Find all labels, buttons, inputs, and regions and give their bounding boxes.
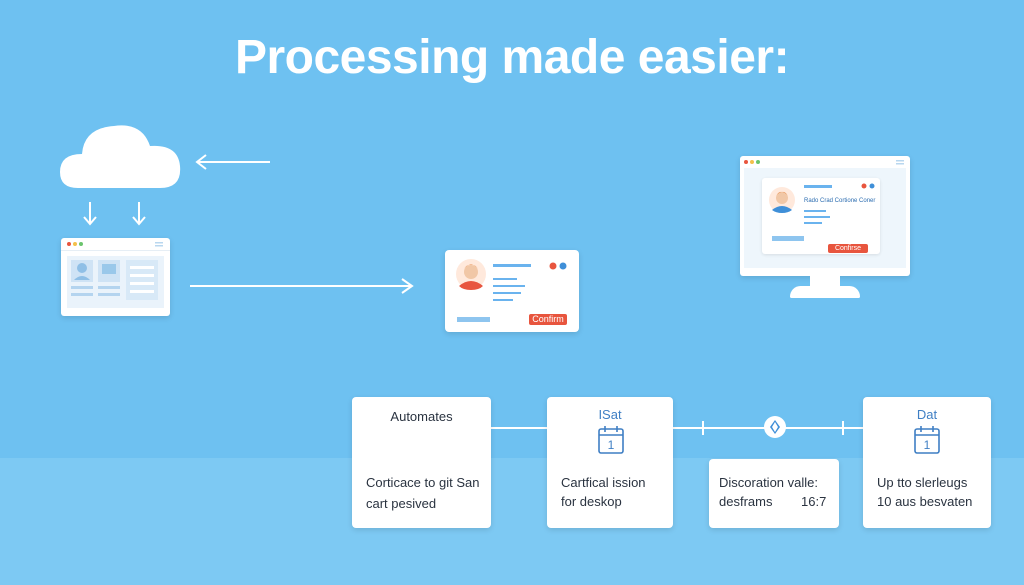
- page-title: Processing made easier:: [234, 31, 790, 84]
- timeline-tick: [702, 421, 704, 435]
- step-text-line2: desframs: [719, 494, 773, 509]
- arrow-down-icon: [132, 202, 146, 226]
- arrow-right-icon: [190, 278, 414, 294]
- diamond-node-icon: [764, 416, 786, 438]
- step-card-discoration: Discoration valle: desframs 16:7: [709, 459, 839, 528]
- arrow-down-icon: [83, 202, 97, 226]
- step-card-automates: Automates Corticace to git San cart pesi…: [352, 397, 491, 528]
- monitor-neck: [810, 276, 840, 288]
- step-title: Automates: [390, 409, 453, 424]
- profile-card-content-icon: [456, 259, 567, 322]
- monitor-card-content-icon: [769, 183, 875, 241]
- step-title: ISat: [598, 407, 622, 422]
- monitor-screen: Rado Crad Cortione Coner Confirse: [740, 156, 910, 276]
- confirm-button[interactable]: Confirm: [529, 314, 567, 325]
- connector-line: [491, 427, 547, 429]
- browser-content-icon: [61, 242, 170, 308]
- step-text-line1: Up tto slerleugs: [877, 475, 968, 490]
- step-text-line2: 10 aus besvaten: [877, 494, 973, 509]
- step-text-line2: cart pesived: [366, 496, 437, 511]
- browser-window: [61, 238, 170, 316]
- monitor-confirm-button[interactable]: Confirse: [828, 244, 868, 253]
- step-text-line1: Discoration valle:: [719, 475, 818, 490]
- timeline-tick: [842, 421, 844, 435]
- step-card-isat: ISat 1 Cartfical ission for deskop: [547, 397, 673, 528]
- calendar-icon: [914, 426, 940, 454]
- calendar-day: 1: [607, 438, 615, 452]
- step-text-line2: for deskop: [561, 494, 622, 509]
- calendar-day: 1: [923, 438, 931, 452]
- arrow-left-icon: [195, 154, 270, 170]
- bottom-band: [0, 458, 1024, 585]
- monitor-card: Rado Crad Cortione Coner Confirse: [762, 178, 880, 254]
- cloud-icon: [60, 125, 181, 188]
- monitor-card-text: Rado Crad Cortione Coner: [804, 198, 876, 204]
- step-text-line1: Cartfical ission: [561, 475, 646, 490]
- step-title: Dat: [916, 407, 938, 422]
- step-text-line1: Corticace to git San: [366, 475, 480, 490]
- step-value: 16:7: [801, 494, 827, 509]
- step-card-dat: Dat 1 Up tto slerleugs 10 aus besvaten: [863, 397, 991, 528]
- monitor-stand: [790, 286, 860, 298]
- calendar-icon: [598, 426, 624, 454]
- profile-card: Confirm: [445, 250, 579, 332]
